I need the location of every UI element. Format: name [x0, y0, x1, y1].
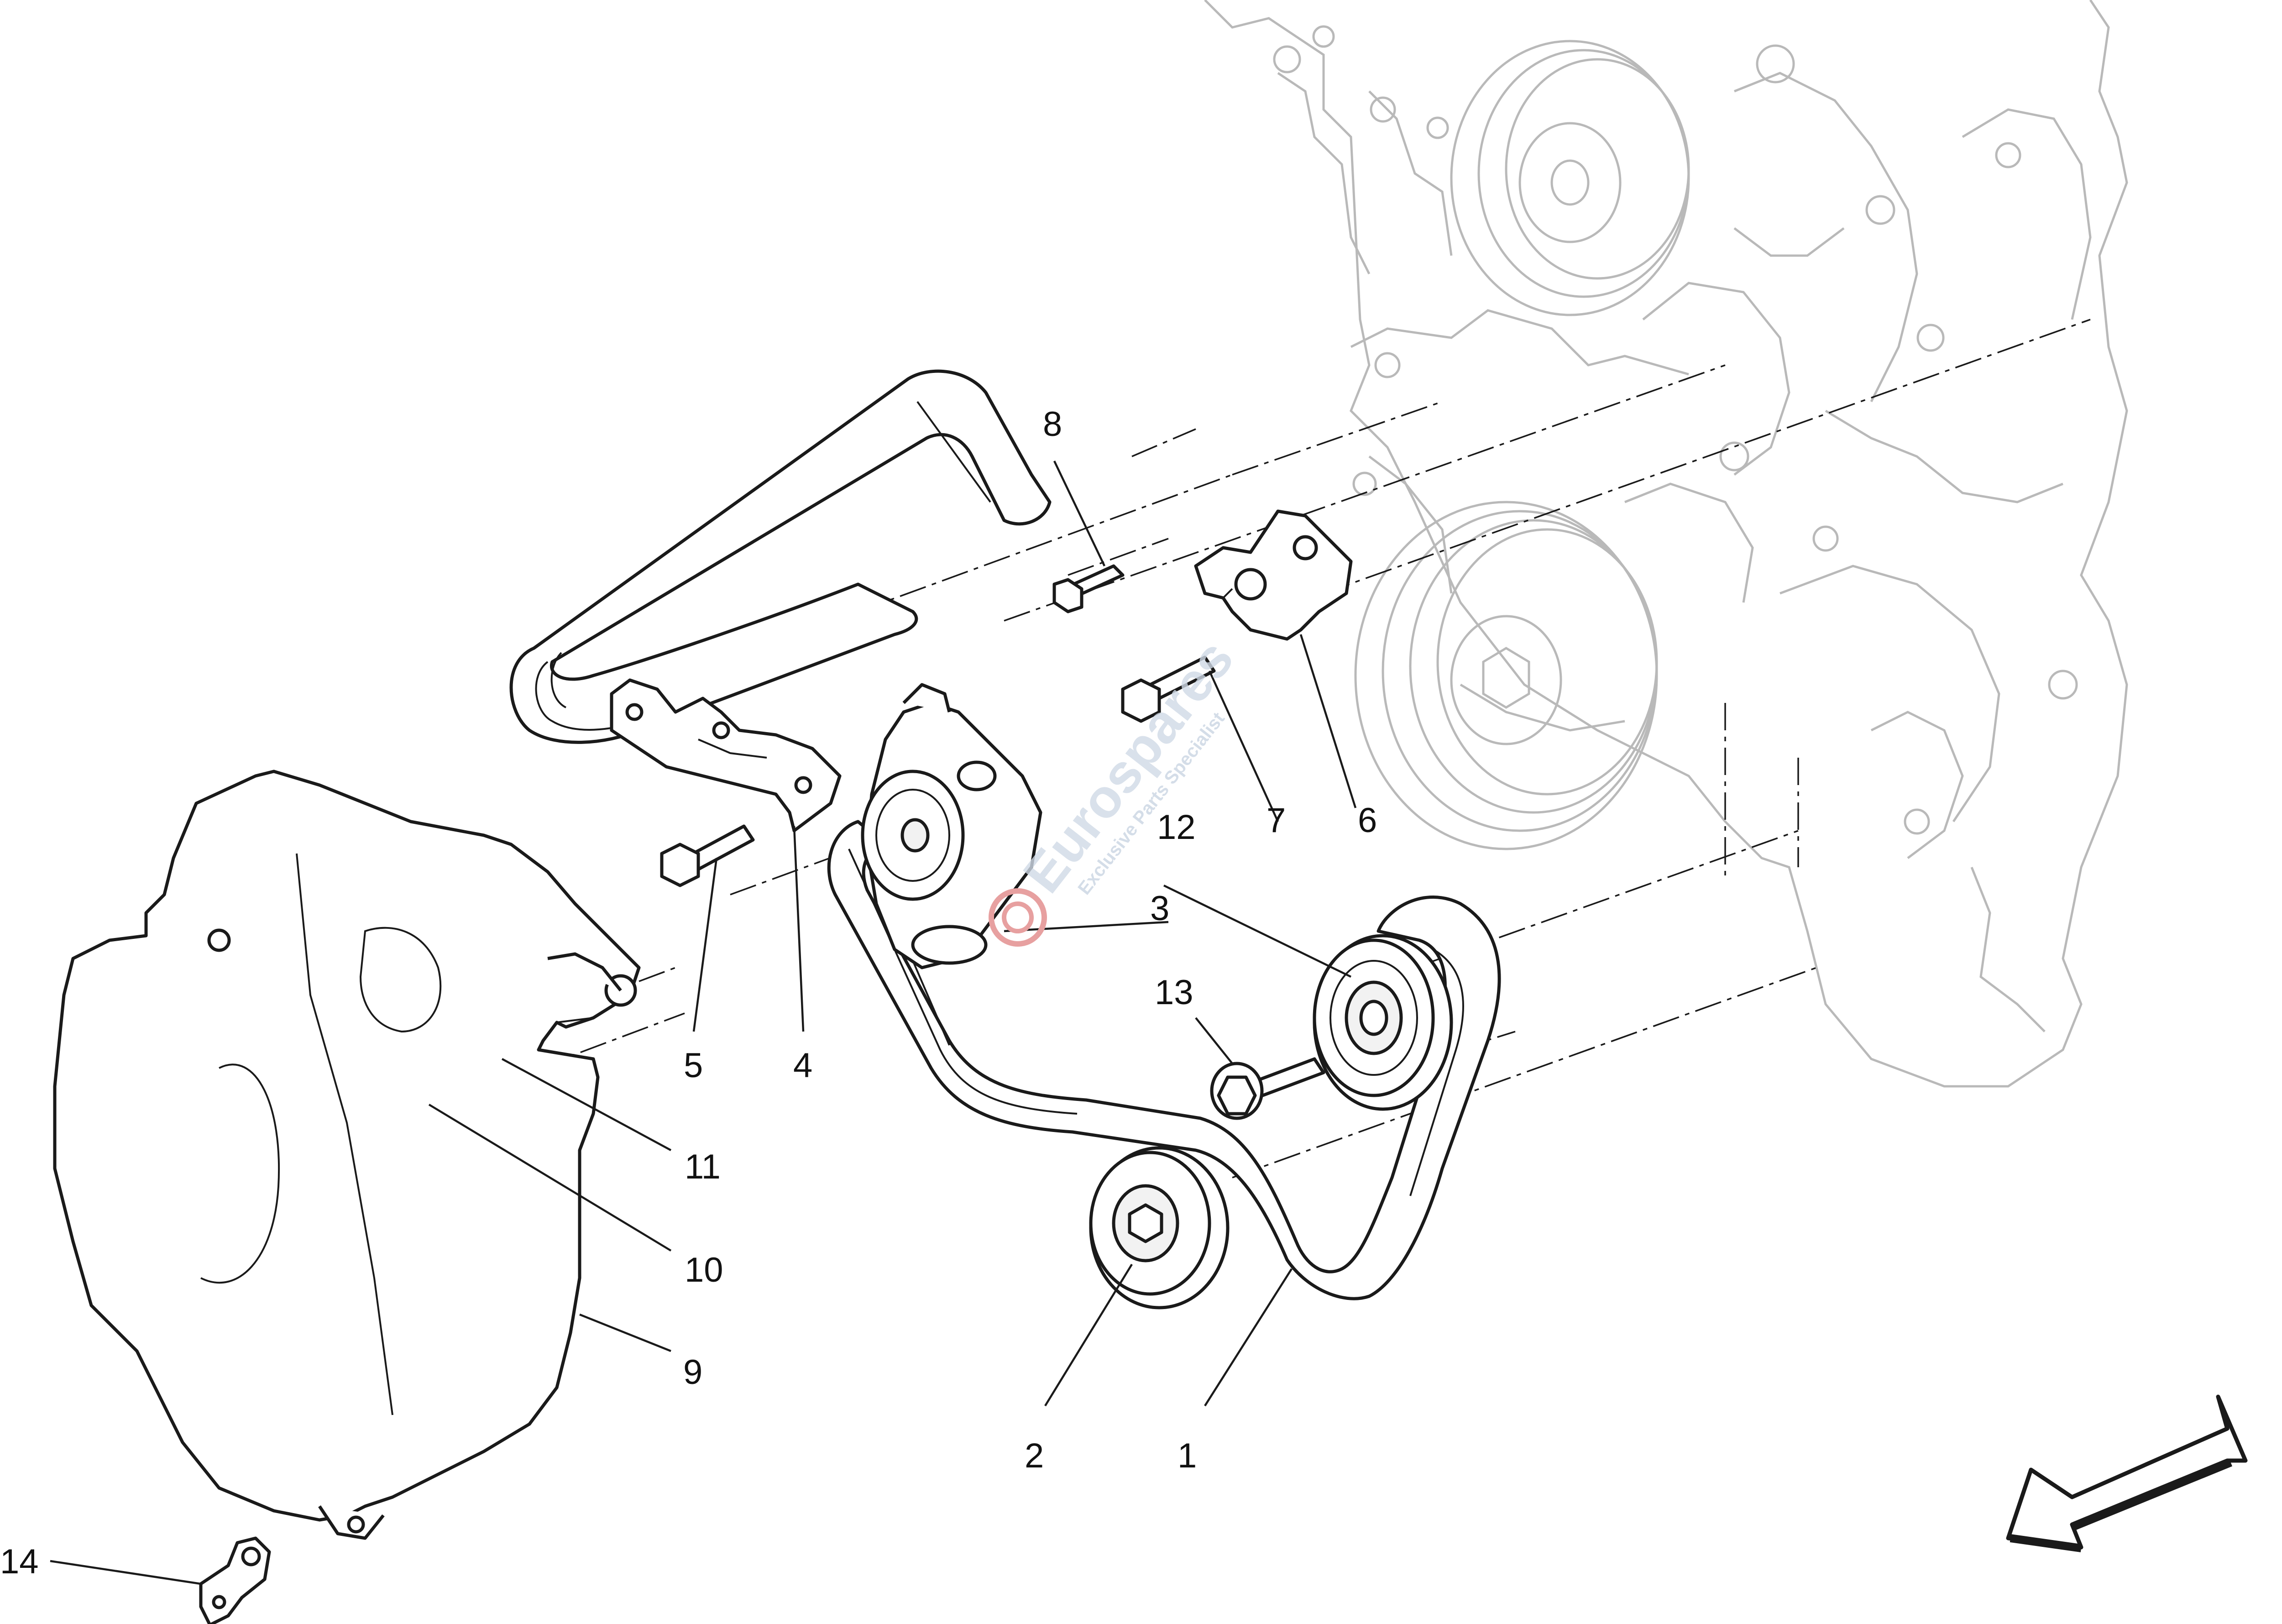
pulley-12 [1313, 934, 1453, 1111]
drive-belt-short-1 [827, 820, 1501, 1300]
callout-4: 4 [793, 1046, 812, 1085]
callout-14: 14 [0, 1542, 39, 1581]
belt-cover-9 [53, 770, 641, 1540]
drive-belt-long [509, 369, 1052, 744]
callout-2: 2 [1025, 1436, 1044, 1475]
callout-8: 8 [1043, 405, 1062, 444]
bolt-7 [1121, 655, 1216, 723]
leader-lines [50, 461, 1357, 1585]
belt-tensioner-3 [861, 683, 1042, 969]
engine-block-outline [1204, 0, 2128, 1088]
callout-3: 3 [1150, 889, 1169, 928]
callout-1: 1 [1178, 1436, 1197, 1475]
callout-9: 9 [683, 1353, 702, 1392]
callout-7: 7 [1267, 801, 1286, 840]
bolt-8 [1052, 564, 1125, 613]
callout-13: 13 [1155, 973, 1193, 1012]
crankshaft-pulley-ghost [1354, 501, 1658, 850]
callout-12: 12 [1157, 808, 1196, 847]
bolt-5 [660, 824, 755, 887]
water-pump-pulley-ghost [1450, 40, 1690, 316]
callout-5: 5 [684, 1046, 703, 1085]
bracket-4 [610, 678, 842, 833]
idler-pulley-2 [1089, 1146, 1230, 1310]
watermark-brand: Eurospares [1011, 629, 1245, 904]
bracket-6 [1194, 509, 1353, 641]
bolt-13 [1210, 1057, 1325, 1120]
callout-11: 11 [685, 1147, 721, 1186]
callout-6: 6 [1358, 801, 1377, 840]
callout-labels: 8 7 6 12 3 13 5 4 11 10 9 2 1 14 [0, 405, 1377, 1581]
bracket-14 [199, 1536, 271, 1624]
direction-arrow-icon [2006, 1394, 2248, 1552]
callout-10: 10 [685, 1251, 723, 1289]
